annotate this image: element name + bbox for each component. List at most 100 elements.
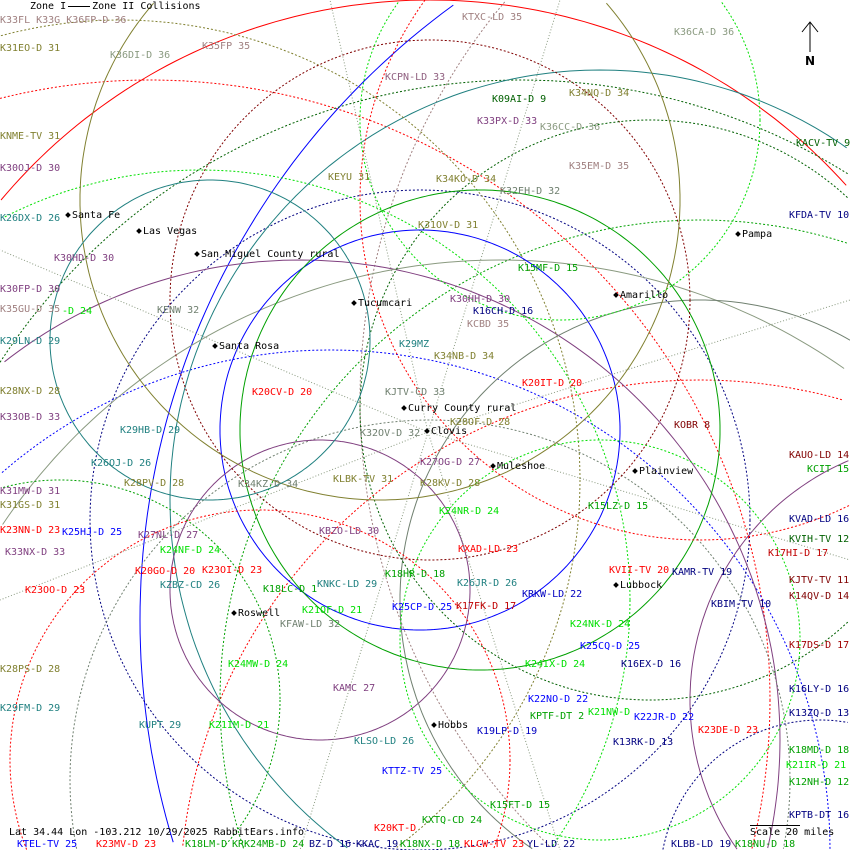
station-label[interactable]: K27OG-D 27 <box>420 457 481 468</box>
station-label[interactable]: KKAC 19 <box>356 839 399 850</box>
station-label[interactable]: K20GO-D 20 <box>135 566 196 577</box>
station-label[interactable]: K16CH-D 16 <box>473 306 534 317</box>
station-label[interactable]: K13RK-D 13 <box>613 737 674 748</box>
station-label[interactable]: K18NU-D 18 <box>735 839 796 850</box>
station-label[interactable]: KJTV-CD 33 <box>385 387 446 398</box>
station-label[interactable]: K25CQ-D 25 <box>580 641 641 652</box>
city-marker[interactable]: Plainview <box>632 466 693 477</box>
station-label[interactable]: K18MD-D 18 <box>789 745 850 756</box>
station-label[interactable]: K15LZ-D 15 <box>588 501 649 512</box>
station-label[interactable]: K24MW-D 24 <box>228 659 289 670</box>
station-label[interactable]: K20IT-D 20 <box>522 378 583 389</box>
station-label[interactable]: K31EO-D 31 <box>0 43 61 54</box>
station-label[interactable]: K20KT-D <box>374 823 417 834</box>
station-label[interactable]: K18NX-D 18 <box>400 839 461 850</box>
station-label[interactable]: KAUO-LD 14 <box>789 450 850 461</box>
station-label[interactable]: K34KZ-D 34 <box>238 479 299 490</box>
station-label[interactable]: KLBB-LD 19 <box>671 839 732 850</box>
city-marker[interactable]: Clovis <box>424 426 467 437</box>
station-label[interactable]: K33NX-D 33 <box>5 547 66 558</box>
station-label[interactable]: K13ZQ-D 13 <box>789 708 850 719</box>
station-label[interactable]: K18LC-D 1 <box>263 584 318 595</box>
station-label[interactable]: K21IM-D 21 <box>209 720 270 731</box>
station-label[interactable]: K31OV-D 31 <box>418 220 479 231</box>
station-label[interactable]: K27NL-D 27 <box>138 530 199 541</box>
station-label[interactable]: K24IX-D 24 <box>525 659 586 670</box>
station-label[interactable]: K30HH-D 30 <box>450 294 511 305</box>
station-label[interactable]: K30FP-D 30 <box>0 284 61 295</box>
station-label[interactable]: KPTB-DT 16 <box>789 810 850 821</box>
station-label[interactable]: K35FP 35 <box>202 41 251 52</box>
station-label[interactable]: K29FM-D 29 <box>0 703 61 714</box>
station-label[interactable]: K19LP-D 19 <box>477 726 538 737</box>
station-label[interactable]: K23MV-D 23 <box>96 839 157 850</box>
station-label[interactable]: K23DE-D 23 <box>698 725 759 736</box>
station-label[interactable]: KACV-TV 9 <box>796 138 850 149</box>
station-label[interactable]: KTEL-TV 25 <box>17 839 78 850</box>
station-label[interactable]: KTXC-LD 35 <box>462 12 523 23</box>
station-label[interactable]: K29MZ <box>399 339 430 350</box>
station-label[interactable]: KTTZ-TV 25 <box>382 766 443 777</box>
station-label[interactable]: KNME-TV 31 <box>0 131 61 142</box>
station-label[interactable]: K16LY-D 16 <box>789 684 850 695</box>
station-label[interactable]: K23OI-D 23 <box>202 565 263 576</box>
station-label[interactable]: K15MF-D 15 <box>518 263 579 274</box>
city-marker[interactable]: Curry County rural <box>401 403 516 414</box>
city-marker[interactable]: San Miguel County rural <box>194 249 339 260</box>
station-label[interactable]: K21IR-D 21 <box>786 760 847 771</box>
station-label[interactable]: K23OO-D 23 <box>25 585 86 596</box>
station-label[interactable]: KVIH-TV 12 <box>789 534 850 545</box>
station-label[interactable]: K21OF-D 21 <box>302 605 363 616</box>
station-label[interactable]: K36DI-D 36 <box>110 50 171 61</box>
station-label[interactable]: K28PV-D 28 <box>124 478 185 489</box>
station-label[interactable]: K09AI-D 9 <box>492 94 547 105</box>
city-marker[interactable]: Muleshoe <box>490 461 545 472</box>
station-label[interactable]: KEYU 31 <box>328 172 371 183</box>
station-label[interactable]: K30HD-D 30 <box>54 253 115 264</box>
station-label[interactable]: K33PX-D 33 <box>477 116 538 127</box>
station-label[interactable]: K33OB-D 33 <box>0 412 61 423</box>
station-label[interactable]: K18HR-D 18 <box>385 569 446 580</box>
station-label[interactable]: K25HJ-D 25 <box>62 527 123 538</box>
station-label[interactable]: K26JR-D 26 <box>457 578 518 589</box>
station-label[interactable]: KLSO-LD 26 <box>354 736 415 747</box>
station-label[interactable]: K29HB-D 29 <box>120 425 181 436</box>
station-label[interactable]: K34NQ-D 34 <box>569 88 630 99</box>
station-label[interactable]: K28NX-D 28 <box>0 386 61 397</box>
city-marker[interactable]: Santa Fe <box>65 210 120 221</box>
station-label[interactable]: KRK24MB-D 24 <box>232 839 305 850</box>
station-label[interactable]: KRKW-LD 22 <box>522 589 583 600</box>
station-label[interactable]: K34NB-D 34 <box>434 351 495 362</box>
station-label[interactable]: K14QV-D 14 <box>789 591 850 602</box>
station-label[interactable]: KAMR-TV 19 <box>672 567 733 578</box>
station-label[interactable]: K34KO-D 34 <box>436 174 497 185</box>
station-label[interactable]: KCPN-LD 33 <box>385 72 446 83</box>
station-label[interactable]: K25CP-D 25 <box>392 602 453 613</box>
station-label[interactable]: KBIM-TV 10 <box>711 599 772 610</box>
station-label[interactable]: K32OV-D 32 <box>360 428 421 439</box>
station-label[interactable]: KENW 32 <box>157 305 200 316</box>
station-label[interactable]: KOBR 8 <box>674 420 711 431</box>
station-label[interactable]: K29LN-D 29 <box>0 336 61 347</box>
city-marker[interactable]: Las Vegas <box>136 226 197 237</box>
city-marker[interactable]: Hobbs <box>431 720 468 731</box>
station-label[interactable]: K23NN-D 23 <box>0 525 61 536</box>
station-label[interactable]: K22JR-D 22 <box>634 712 695 723</box>
station-label[interactable]: K36CC-D 36 <box>540 122 601 133</box>
station-label[interactable]: K17FK-D 17 <box>456 601 517 612</box>
station-label[interactable]: K31GS-D 31 <box>0 500 61 511</box>
station-label[interactable]: K26OJ-D 26 <box>91 458 152 469</box>
station-label[interactable]: KVAD-LD 16 <box>789 514 850 525</box>
station-label[interactable]: K30OJ-D 30 <box>0 163 61 174</box>
station-label[interactable]: K32EH-D 32 <box>500 186 561 197</box>
station-label[interactable]: K12NH-D 12 <box>789 777 850 788</box>
station-label[interactable]: K16EX-D 16 <box>621 659 682 670</box>
station-label[interactable]: K18LM-D <box>185 839 228 850</box>
station-label[interactable]: KLBK-TV 31 <box>333 474 394 485</box>
station-label[interactable]: K22NO-D 22 <box>528 694 589 705</box>
station-label[interactable]: K35EM-D 35 <box>569 161 630 172</box>
station-label[interactable]: KLCW-TV 23 <box>464 839 525 850</box>
station-label[interactable]: KZBZ-CD 26 <box>160 580 221 591</box>
station-label[interactable]: K28KV-D 28 <box>420 478 481 489</box>
